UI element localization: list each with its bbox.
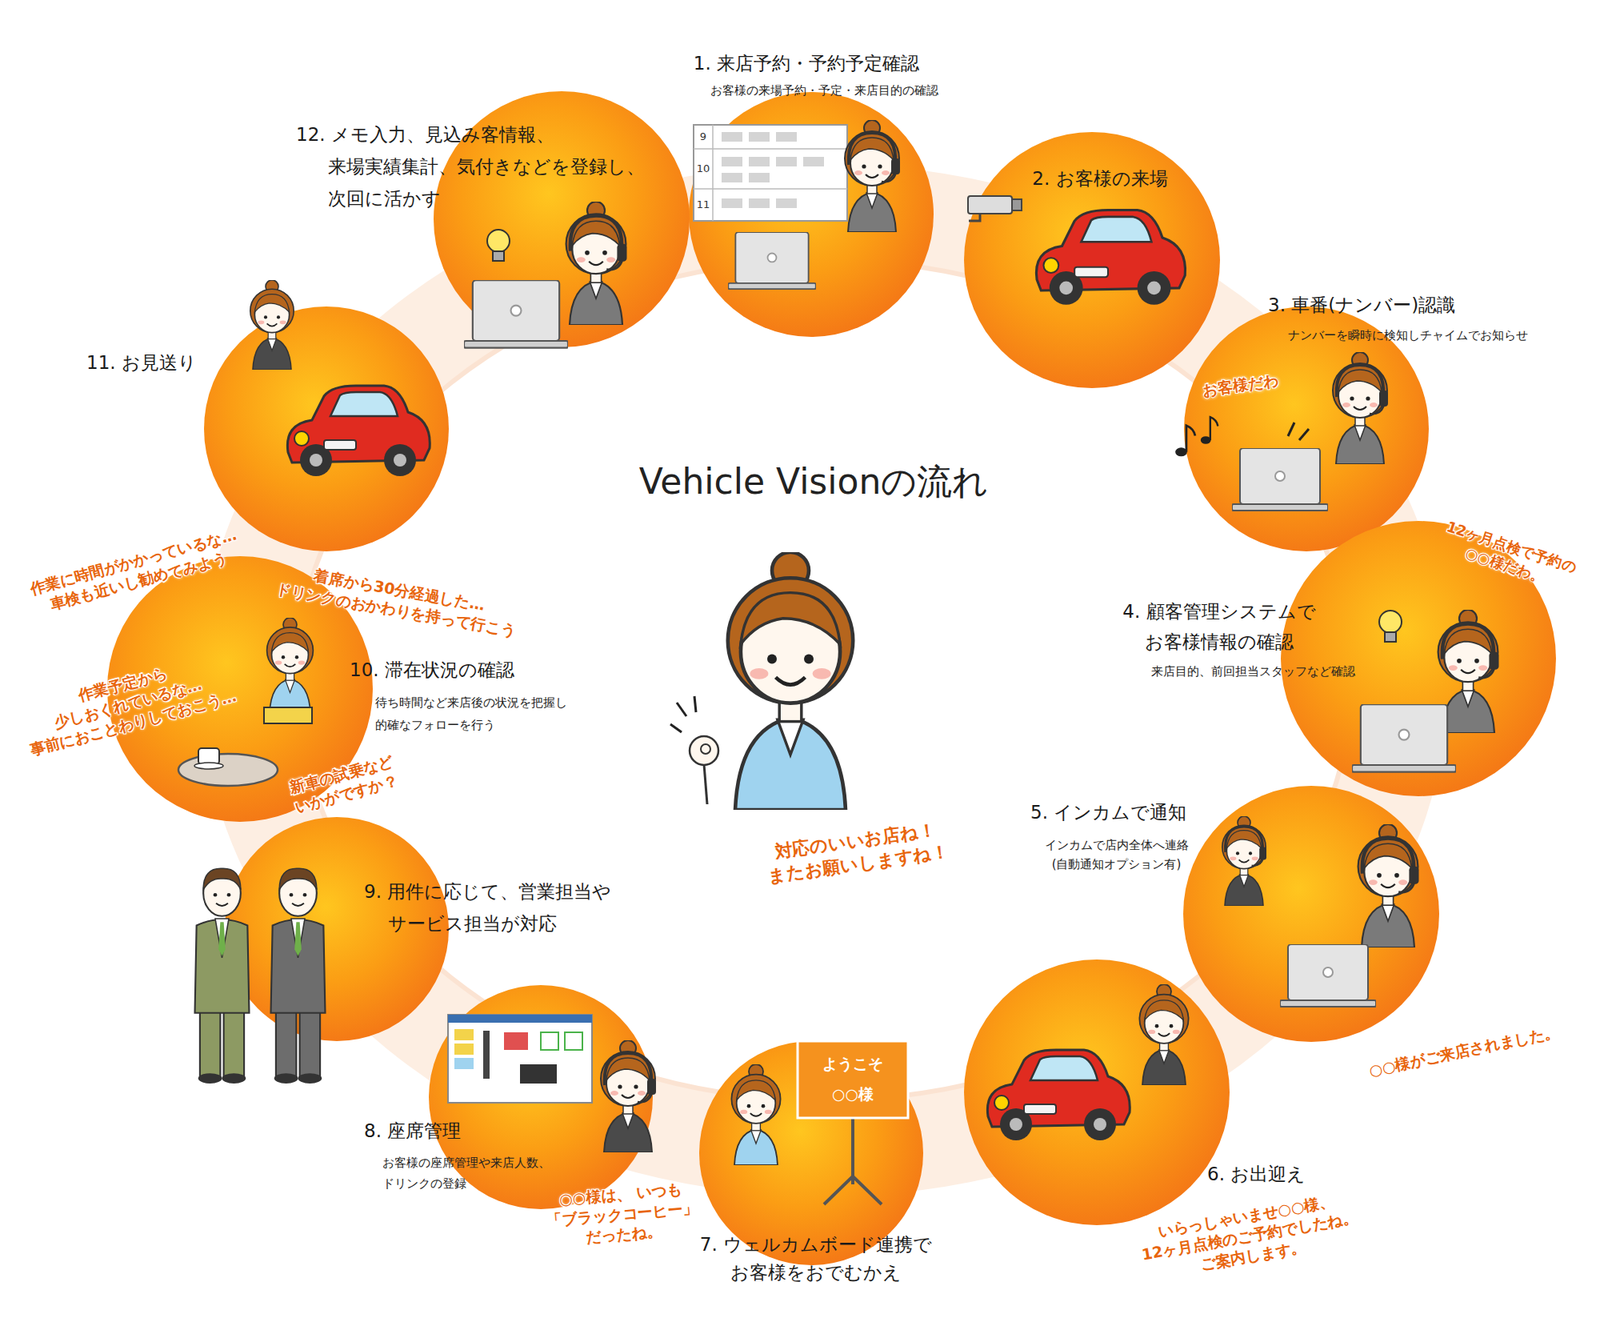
spark-lines bbox=[670, 696, 696, 732]
circle-fill bbox=[1184, 306, 1429, 552]
step-heading: 9. 用件に応じて、営業担当や サービス担当が対応 bbox=[364, 875, 664, 940]
laptop bbox=[1232, 448, 1328, 511]
step-description: 待ち時間など来店後の状況を把握し 的確なフォローを行う bbox=[375, 691, 596, 736]
laptop bbox=[464, 280, 568, 348]
step-heading: 11. お見送り bbox=[86, 348, 197, 376]
step-heading: 8. 座席管理 bbox=[364, 1116, 461, 1144]
laptop bbox=[728, 232, 816, 289]
step-heading: 2. お客様の来場 bbox=[1032, 164, 1168, 192]
board-text: ○○様 bbox=[832, 1084, 874, 1104]
staff-woman bbox=[250, 280, 294, 370]
step-description: お客様の来場予約・予定・来店目的の確認 bbox=[710, 81, 939, 100]
circle-fill bbox=[688, 92, 934, 337]
step-heading: 1. 来店予約・予約予定確認 bbox=[693, 49, 920, 77]
coffee-cup bbox=[194, 748, 224, 769]
step-circle: 3. 車番(ナンバー)認識ナンバーを瞬時に検知しチャイムでお知らせ bbox=[1184, 306, 1429, 552]
row-number: 9 bbox=[700, 129, 707, 144]
step-heading: 7. ウェルカムボード連携で お客様をおでむかえ bbox=[696, 1230, 936, 1287]
step-heading: 12. メモ入力、見込み客情報、 来場実績集計、気付きなどを登録し、 次回に活か… bbox=[296, 118, 648, 215]
circle-fill bbox=[428, 984, 653, 1209]
row-number: 10 bbox=[696, 161, 711, 176]
cafe-table bbox=[178, 753, 278, 786]
seat-screen bbox=[448, 1014, 592, 1103]
circle-fill bbox=[699, 1040, 924, 1265]
laptop bbox=[1352, 704, 1456, 772]
row-number: 11 bbox=[696, 197, 711, 212]
ok-hand bbox=[689, 736, 719, 804]
step-description: ナンバーを瞬時に検知しチャイムでお知らせ bbox=[1288, 326, 1528, 344]
headset bbox=[848, 132, 900, 182]
step-description: お客様の座席管理や来店人数、 ドリンクの登録 bbox=[382, 1152, 575, 1194]
headset bbox=[604, 1052, 656, 1102]
speech-callout: ○○様がご来店されました。 bbox=[1367, 1021, 1561, 1082]
board-text: ようこそ bbox=[822, 1053, 884, 1074]
headset bbox=[1336, 364, 1388, 414]
step-description: 来店目的、前回担当スタッフなど確認 bbox=[1151, 662, 1356, 680]
laptop bbox=[1280, 944, 1376, 1007]
step-circle: 9. 用件に応じて、営業担当や サービス担当が対応 bbox=[224, 816, 449, 1041]
speech-callout: 対応のいいお店ね！ またお願いしますね！ bbox=[758, 816, 956, 889]
diagram-title: Vehicle Visionの流れ bbox=[639, 458, 989, 506]
customer-woman bbox=[728, 552, 853, 810]
circle-fill bbox=[204, 306, 449, 552]
headset bbox=[1442, 624, 1500, 678]
headset bbox=[1362, 838, 1420, 892]
circle-fill bbox=[1183, 785, 1440, 1042]
schedule-table bbox=[693, 124, 848, 221]
headset bbox=[570, 216, 628, 270]
circle-fill bbox=[964, 132, 1220, 388]
headset bbox=[1225, 826, 1267, 866]
circle-shape bbox=[1184, 306, 1429, 552]
step-heading: 10. 滞在状況の確認 bbox=[349, 656, 515, 684]
step-description: インカムで店内全体へ連絡 (自動通知オプション有) bbox=[1030, 835, 1203, 874]
magazine bbox=[264, 707, 312, 724]
circle-fill bbox=[964, 959, 1230, 1225]
step-heading: 4. 顧客管理システムで お客様情報の確認 bbox=[1115, 596, 1324, 657]
step-heading: 3. 車番(ナンバー)認識 bbox=[1268, 291, 1456, 319]
step-heading: 6. お出迎え bbox=[1207, 1160, 1306, 1188]
step-heading: 5. インカムで通知 bbox=[1030, 798, 1187, 826]
